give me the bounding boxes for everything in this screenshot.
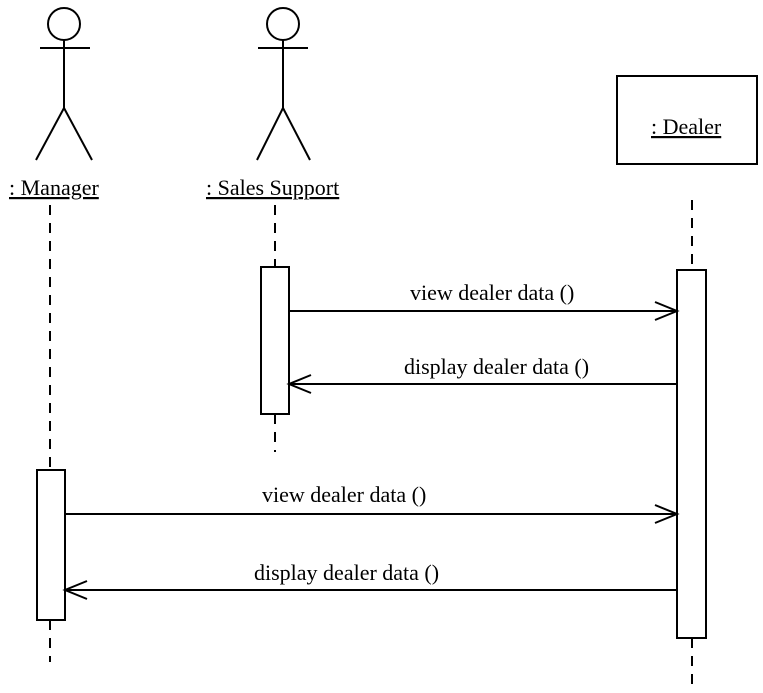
sales-support-label: : Sales Support (206, 175, 339, 200)
message-4-arrowhead (62, 580, 88, 600)
sales-support-actor-figure (256, 7, 311, 161)
dealer-label: : Dealer (651, 114, 722, 139)
message-2-arrowhead (286, 374, 312, 394)
dealer-object-box (616, 75, 758, 165)
manager-label: : Manager (9, 175, 99, 200)
manager-activation-bar (36, 469, 66, 621)
message-4-label: display dealer data () (254, 560, 439, 585)
message-3-arrowhead (654, 504, 680, 524)
message-2-label: display dealer data () (404, 354, 589, 379)
message-1-label: view dealer data () (410, 280, 574, 305)
message-1-arrowhead (654, 301, 680, 321)
message-3-label: view dealer data () (262, 482, 426, 507)
dealer-activation-bar (676, 269, 707, 639)
sales-support-activation-bar (260, 266, 290, 415)
manager-actor-figure (35, 7, 93, 161)
